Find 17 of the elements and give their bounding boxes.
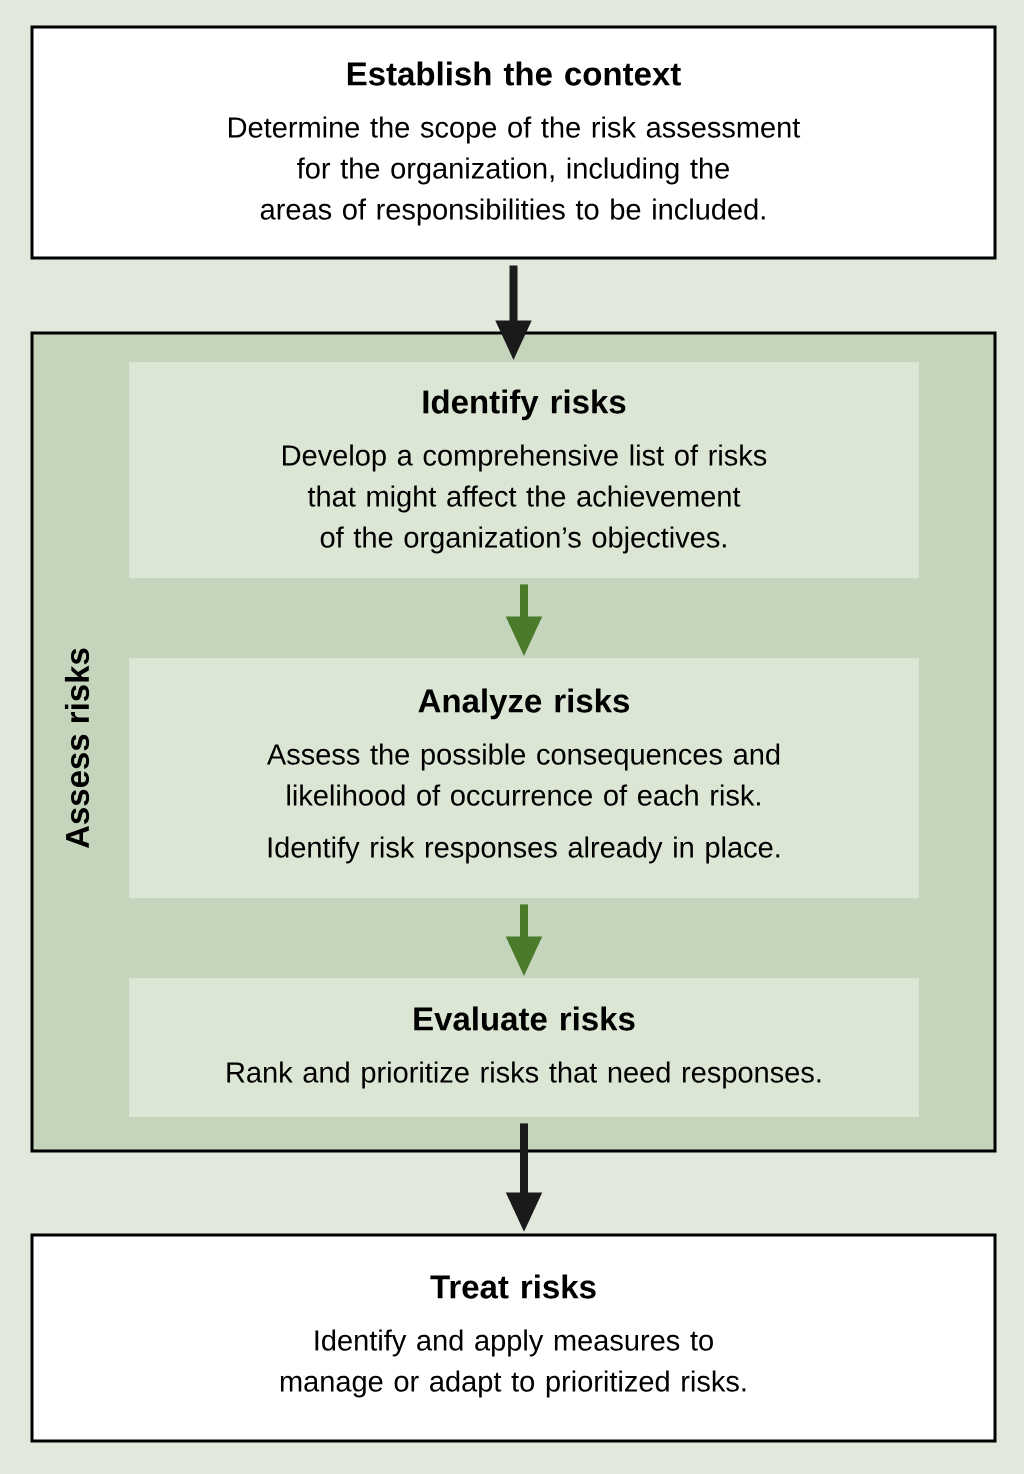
step-description: Identify risk responses already in place. — [268, 836, 780, 864]
step-box — [129, 362, 919, 578]
step-description: Rank and prioritize risks that need responses. — [227, 1061, 821, 1089]
step-box — [30, 25, 997, 260]
step-description: Determine the scope of the risk assessment for the organization, including the areas of responsibilities to be included. — [229, 116, 801, 226]
step-title: Identify risks — [423, 389, 626, 421]
step-box — [129, 978, 919, 1117]
step-title: Analyze risks — [418, 688, 629, 720]
step-box — [30, 1233, 997, 1443]
step-title: Evaluate risks — [414, 1006, 635, 1031]
step-title: Establish the context — [347, 61, 681, 86]
step-box — [129, 658, 919, 898]
side-label: Assess risks — [64, 648, 90, 849]
step-description: Assess the possible consequences and likelihood of occurrence of each risk. — [266, 743, 780, 806]
step-description: Identify and apply measures to manage or adapt to prioritized risks. — [280, 1329, 746, 1398]
step-description: Develop a comprehensive list of risks that might affect the achievement of the organization’s objectives. — [283, 444, 767, 554]
step-title: Treat risks — [430, 1274, 596, 1299]
